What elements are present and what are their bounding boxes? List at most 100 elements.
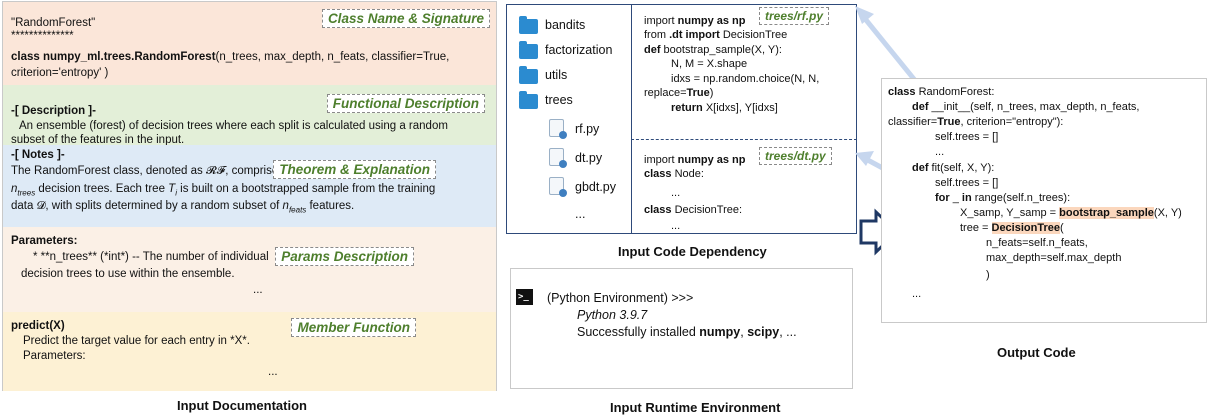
out-range-call: range(self.n_trees): xyxy=(971,192,1071,204)
notes-line-2-text: decision trees. Each tree xyxy=(35,183,169,195)
out-def-init-kw: def xyxy=(912,101,929,113)
params-line-2: decision trees to use within the ensembl… xyxy=(21,268,235,280)
notes-n-trees: n xyxy=(11,183,18,195)
tag-rf-file: trees/rf.py xyxy=(759,7,830,25)
notes-tree-sub: i xyxy=(175,188,177,198)
folder-icon xyxy=(519,16,538,34)
params-section: Parameters: * **n_trees** (*int*) -- The… xyxy=(3,227,496,312)
out-line-10: tree = DecisionTree( xyxy=(960,221,1064,236)
notes-line-3-text: data 𝓓, with splits determined by a rand… xyxy=(11,200,283,212)
install-text: Successfully installed xyxy=(577,325,700,339)
out-line-3: classifier=True, criterion="entropy"): xyxy=(888,115,1063,130)
description-line-1: An ensemble (forest) of decision trees w… xyxy=(19,120,448,132)
out-line-4: self.trees = [] xyxy=(935,131,999,143)
out-criterion-arg: , criterion="entropy"): xyxy=(960,116,1064,128)
out-line-11: n_feats=self.n_feats, xyxy=(986,237,1088,249)
signature-class-path: numpy_ml.trees.RandomForest xyxy=(42,51,216,63)
rf-replace-arg: replace= xyxy=(644,87,687,99)
member-section: predict(X) Predict the target value for … xyxy=(3,312,496,391)
out-line-12: max_depth=self.max_depth xyxy=(986,252,1122,264)
folder-utils: utils xyxy=(545,68,568,82)
params-ellipsis: ... xyxy=(253,284,263,296)
notes-line-2: ntrees decision trees. Each tree Ti is b… xyxy=(11,182,435,200)
install-numpy: numpy xyxy=(699,325,741,339)
out-line-1: class RandomForest: xyxy=(888,85,994,100)
out-def-fit-sig: fit(self, X, Y): xyxy=(928,162,995,174)
rf-def-sig: bootstrap_sample(X, Y): xyxy=(660,44,782,56)
out-line-8: for _ in range(self.n_trees): xyxy=(935,191,1070,206)
python-file-icon xyxy=(549,148,567,168)
out-line-2: def __init__(self, n_trees, max_depth, n… xyxy=(912,100,1139,115)
dt-line-3: ... xyxy=(671,187,681,199)
dt-line-2: class Node: xyxy=(644,167,704,182)
out-in-kw: in xyxy=(961,192,972,204)
out-decisiontree-call: DecisionTree xyxy=(991,222,1060,234)
dt-line-4: class DecisionTree: xyxy=(644,203,742,218)
out-classifier-value: True xyxy=(937,116,961,128)
rf-line-6: replace=True) xyxy=(644,86,713,101)
out-for-var: _ xyxy=(949,192,962,204)
file-gbdt-py: gbdt.py xyxy=(575,180,617,194)
folder-factorization: factorization xyxy=(545,43,613,57)
rf-def-kw: def xyxy=(644,44,661,56)
out-line-13: ) xyxy=(986,269,990,281)
folder-icon xyxy=(519,41,538,59)
tag-params-description: Params Description xyxy=(275,247,414,266)
signature-class-keyword: class xyxy=(11,51,43,63)
caption-code-dependency: Input Code Dependency xyxy=(618,244,767,259)
out-for-kw: for xyxy=(935,192,950,204)
out-samp-assign: X_samp, Y_samp = xyxy=(960,207,1060,219)
folder-icon xyxy=(519,91,538,109)
notes-n-feats-sub: feats xyxy=(288,205,307,215)
notes-section: -[ Notes ]- The RandomForest class, deno… xyxy=(3,145,496,227)
python-file-icon xyxy=(549,177,567,197)
description-section: -[ Description ]- An ensemble (forest) o… xyxy=(3,85,496,146)
out-paren-open: ( xyxy=(1059,222,1064,234)
runtime-install-line: Successfully installed numpy, scipy, ... xyxy=(577,325,797,340)
out-line-5: ... xyxy=(935,146,945,158)
output-code-panel: class RandomForest: def __init__(self, n… xyxy=(881,78,1207,323)
params-line-1: * **n_trees** (*int*) -- The number of i… xyxy=(33,251,269,263)
signature-stars: ************** xyxy=(11,30,74,42)
member-line-1: Predict the target value for each entry … xyxy=(23,335,250,347)
notes-line-1: The RandomForest class, denoted as 𝓡𝓕, c… xyxy=(11,165,284,177)
runtime-python-version: Python 3.9.7 xyxy=(577,308,648,322)
dt-class-kw: class xyxy=(644,168,672,180)
tag-dt-file: trees/dt.py xyxy=(759,147,832,165)
install-sep: , xyxy=(740,325,748,339)
dt-class-kw-2: class xyxy=(644,204,672,216)
notes-n-feats: n xyxy=(282,200,289,212)
out-line-14: ... xyxy=(912,288,922,300)
member-line-2: Parameters: xyxy=(23,350,86,362)
install-scipy: scipy xyxy=(747,325,780,339)
notes-line-3-rest: features. xyxy=(306,200,355,212)
dt-class-node: Node: xyxy=(671,168,704,180)
out-class-kw: class xyxy=(888,86,916,98)
install-more: , ... xyxy=(779,325,797,339)
notes-header: -[ Notes ]- xyxy=(11,149,65,161)
terminal-icon: >_ xyxy=(516,289,533,305)
out-line-7: self.trees = [] xyxy=(935,177,999,189)
rf-replace-value: True xyxy=(686,87,710,99)
out-bootstrap-call: bootstrap_sample xyxy=(1059,207,1154,219)
file-dt-py: dt.py xyxy=(575,151,603,165)
out-tree-assign: tree = xyxy=(960,222,992,234)
file-rf-py: rf.py xyxy=(575,122,600,136)
rf-replace-close: ) xyxy=(709,87,714,99)
notes-n-trees-sub: trees xyxy=(17,188,36,198)
runtime-prompt: (Python Environment) >>> xyxy=(547,291,694,305)
dt-line-1: import numpy as np xyxy=(644,153,745,168)
tag-theorem-explanation: Theorem & Explanation xyxy=(273,160,436,179)
out-classifier-arg: classifier= xyxy=(888,116,938,128)
rf-return-kw: return xyxy=(671,102,703,114)
dt-import-module: numpy as np xyxy=(677,154,746,166)
out-def-init-sig: __init__(self, n_trees, max_depth, n_fea… xyxy=(928,101,1140,113)
rf-import-kw: import xyxy=(644,15,678,27)
notes-line-2-rest: is built on a bootstrapped sample from t… xyxy=(176,183,436,195)
dt-import-kw: import xyxy=(644,154,678,166)
out-bootstrap-args: (X, Y) xyxy=(1153,207,1182,219)
signature-line: class numpy_ml.trees.RandomForest(n_tree… xyxy=(11,50,449,65)
out-line-9: X_samp, Y_samp = bootstrap_sample(X, Y) xyxy=(960,206,1182,221)
input-documentation-panel: "RandomForest" ************** class nump… xyxy=(2,1,497,391)
rf-line-1: import numpy as np xyxy=(644,14,745,29)
